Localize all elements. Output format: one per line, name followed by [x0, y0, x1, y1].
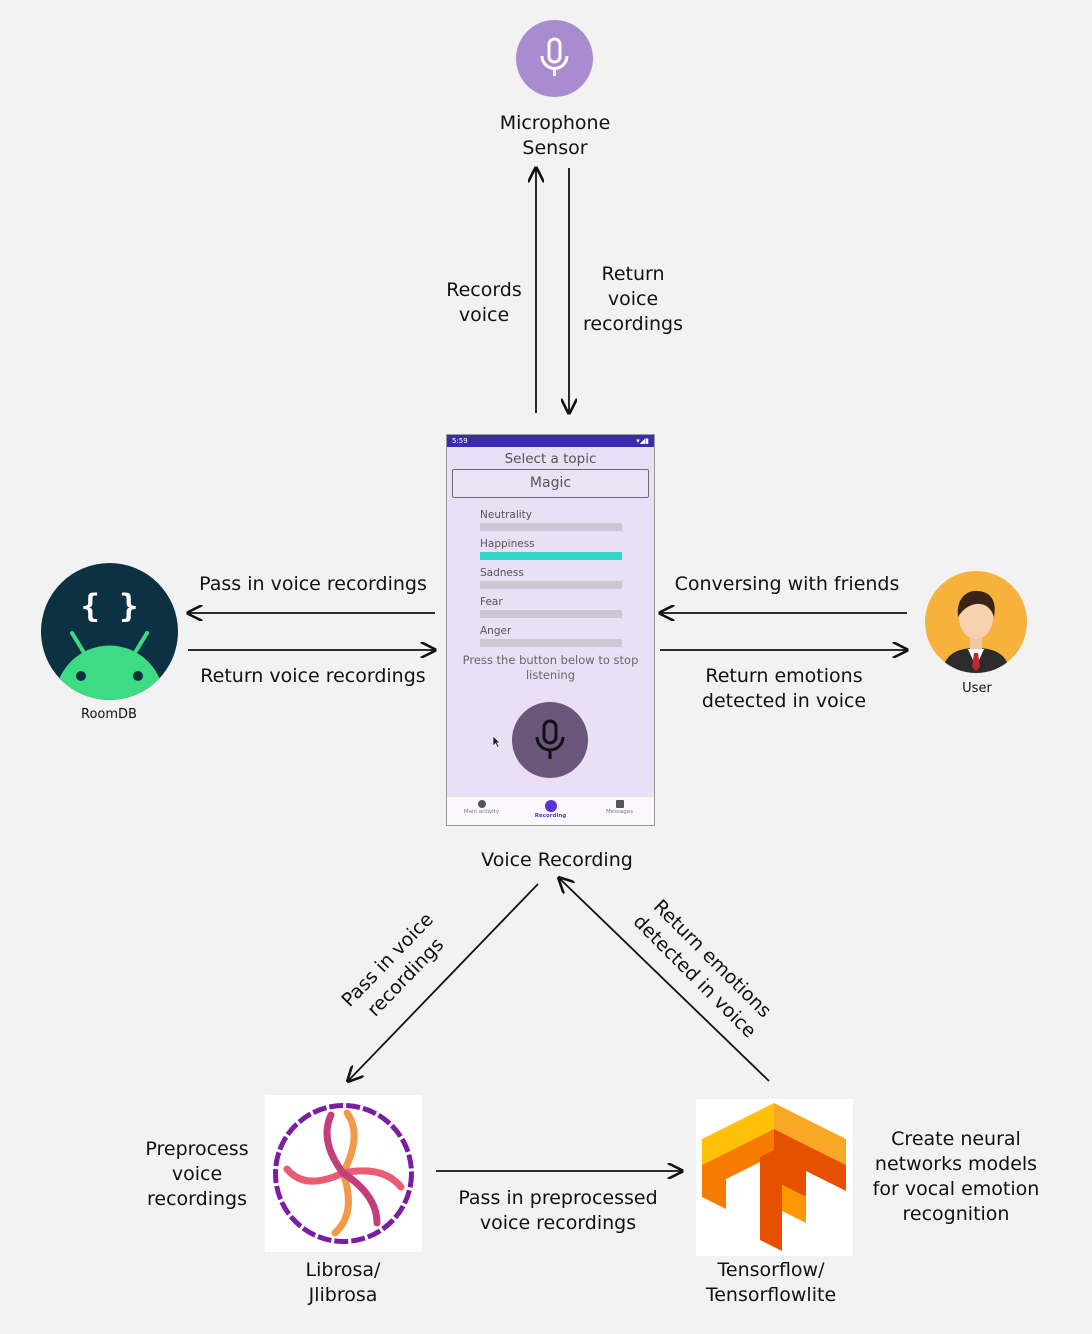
- topic-title: Select a topic: [504, 451, 597, 467]
- edge-label-records-voice: Records voice: [446, 279, 522, 326]
- librosa-label: Librosa/ Jlibrosa: [305, 1259, 381, 1306]
- status-time: 5:59: [452, 437, 468, 445]
- microphone-sensor-label: Microphone Sensor: [499, 112, 611, 159]
- emotion-item: Neutrality: [480, 508, 622, 531]
- svg-text:{ }: { }: [81, 587, 139, 625]
- note-preprocess: Preprocess voice recordings: [145, 1138, 249, 1210]
- home-icon: [477, 800, 486, 808]
- librosa-logo: [265, 1095, 422, 1252]
- record-mic-button[interactable]: [512, 702, 588, 778]
- tensorflow-logo: [696, 1099, 853, 1256]
- emotion-item: Sadness: [480, 566, 622, 589]
- emotion-label: Neutrality: [480, 509, 533, 521]
- emotion-item: Happiness: [480, 537, 622, 560]
- emotion-label: Fear: [480, 596, 503, 608]
- bottom-navigation: Main activity Recording Messages: [447, 796, 654, 825]
- listening-hint: Press the button below to stop listening: [462, 653, 639, 682]
- edge-label-conversing: Conversing with friends: [674, 573, 900, 595]
- emotion-list: Neutrality Happiness Sadness Fear Anger: [480, 508, 622, 647]
- voice-recording-label: Voice Recording: [481, 849, 633, 871]
- edge-label-pass-preprocessed: Pass in preprocessed voice recordings: [458, 1187, 658, 1234]
- messages-icon: [615, 800, 624, 808]
- emotion-item: Fear: [480, 595, 622, 618]
- edge-label-pass-to-db: Pass in voice recordings: [199, 573, 427, 595]
- user-avatar-icon: [925, 571, 1027, 673]
- roomdb-android-icon: { }: [41, 563, 178, 700]
- edge-label-return-from-db: Return voice recordings: [200, 665, 426, 687]
- nav-recording[interactable]: Recording: [516, 797, 585, 825]
- emotion-label: Anger: [480, 625, 512, 637]
- emotion-bar: [480, 552, 622, 560]
- emotion-item: Anger: [480, 624, 622, 647]
- edge-label-return-voice-recordings-mic: Return voice recordings: [583, 263, 683, 335]
- topic-select[interactable]: Magic: [452, 469, 649, 498]
- note-create-models: Create neural networks models for vocal …: [872, 1128, 1040, 1225]
- emotion-label: Happiness: [480, 538, 535, 550]
- user-label: User: [962, 681, 992, 696]
- voice-recording-phone-screen: 5:59 ▾◢▮ Select a topic Magic Neutrality…: [446, 434, 655, 826]
- recording-icon: [544, 800, 557, 812]
- arrow-return-emotions-tf: [559, 878, 770, 1082]
- microphone-sensor-icon: [516, 20, 593, 97]
- status-bar: 5:59 ▾◢▮: [447, 435, 654, 447]
- roomdb-label: RoomDB: [81, 707, 137, 722]
- tensorflow-label: Tensorflow/ Tensorflowlite: [705, 1259, 837, 1306]
- edge-label-return-emotions-user: Return emotions detected in voice: [701, 665, 867, 712]
- arrow-pass-to-librosa: [348, 883, 539, 1081]
- mouse-cursor-icon: [492, 735, 501, 748]
- microphone-icon: [535, 719, 565, 759]
- nav-messages[interactable]: Messages: [585, 797, 654, 825]
- nav-main-activity[interactable]: Main activity: [447, 797, 516, 825]
- emotion-bar: [480, 639, 622, 647]
- emotion-bar: [480, 523, 622, 531]
- emotion-bar: [480, 581, 622, 589]
- emotion-label: Sadness: [480, 567, 524, 579]
- emotion-bar: [480, 610, 622, 618]
- status-icons: ▾◢▮: [636, 437, 649, 445]
